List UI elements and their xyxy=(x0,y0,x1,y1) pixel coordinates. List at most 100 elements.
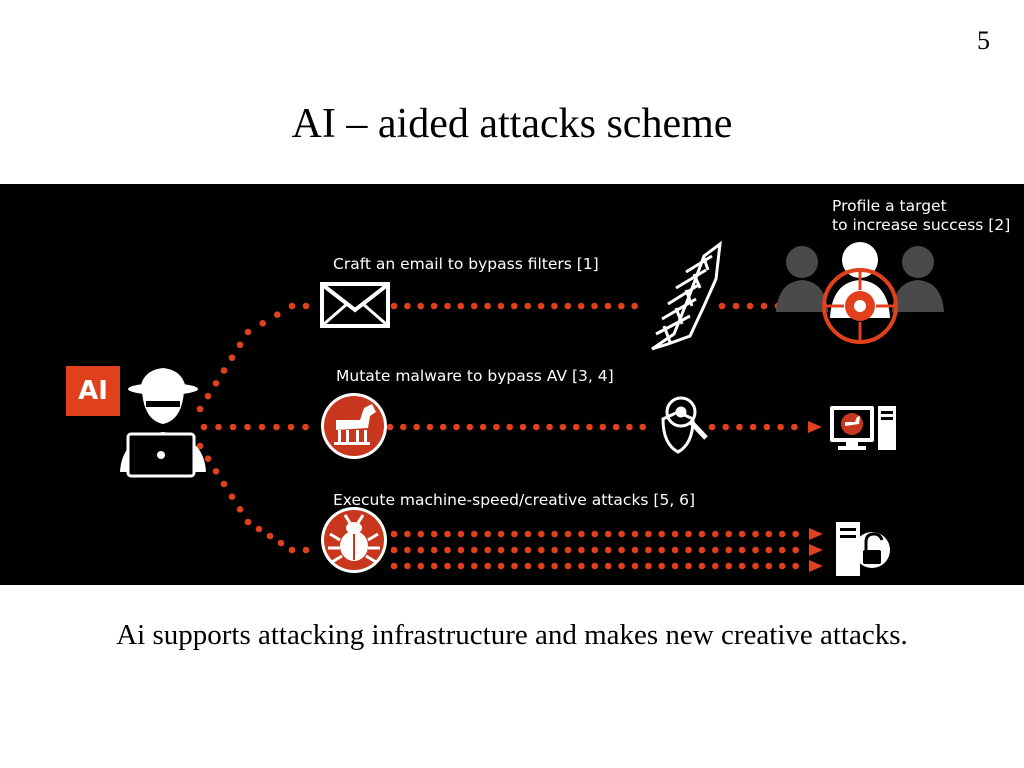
path-dot xyxy=(626,423,633,431)
arrow-head-execute-2 xyxy=(809,544,823,556)
arrow-heads xyxy=(806,300,823,572)
path-dot xyxy=(302,546,310,554)
path-dot xyxy=(725,546,732,554)
path-dot xyxy=(244,423,251,431)
targeted-user-icon xyxy=(776,242,944,344)
path-dot xyxy=(430,562,438,570)
path-dot xyxy=(712,546,719,554)
path-dot xyxy=(430,302,438,310)
path-dot xyxy=(564,302,572,310)
arrow-head-execute-1 xyxy=(809,528,823,540)
antivirus-scanner-icon xyxy=(661,396,708,454)
path-dot xyxy=(524,530,532,538)
path-dot xyxy=(506,423,513,431)
path-malware-dots xyxy=(200,423,798,431)
path-dot xyxy=(212,380,220,387)
path-dot xyxy=(390,302,398,310)
path-dot xyxy=(417,562,425,570)
path-dot xyxy=(736,423,743,431)
path-dot xyxy=(645,546,652,554)
path-dot xyxy=(564,530,572,538)
path-dot xyxy=(604,562,612,570)
path-dot xyxy=(404,546,411,554)
path-dot xyxy=(204,392,212,400)
path-dot xyxy=(244,328,252,336)
path-dot xyxy=(228,493,236,501)
label-profile-target: Profile a target to increase success [2] xyxy=(832,197,1010,235)
path-dot xyxy=(738,546,746,554)
path-dot xyxy=(708,423,716,431)
path-dot xyxy=(752,530,759,538)
path-dot xyxy=(390,562,398,570)
path-dot xyxy=(658,546,665,554)
path-dot xyxy=(204,455,212,463)
path-dot xyxy=(645,530,652,538)
path-dot xyxy=(618,302,625,310)
label-craft-email: Craft an email to bypass filters [1] xyxy=(333,255,599,273)
bug-icon xyxy=(321,507,387,573)
path-execute-dots xyxy=(196,442,799,570)
path-dot xyxy=(738,530,746,538)
path-dot xyxy=(273,423,280,431)
path-dot xyxy=(752,562,759,570)
path-dot xyxy=(591,530,599,538)
path-dot xyxy=(236,506,244,513)
path-dot xyxy=(618,530,625,538)
label-profile-line-2: to increase success [2] xyxy=(832,216,1011,234)
path-dot xyxy=(792,546,799,554)
path-dot xyxy=(618,562,625,570)
path-dot xyxy=(471,530,478,538)
hacker-icon xyxy=(120,368,206,478)
path-dot xyxy=(390,546,398,554)
label-mutate-malware: Mutate malware to bypass AV [3, 4] xyxy=(336,367,614,385)
path-dot xyxy=(746,302,754,310)
path-dot xyxy=(578,562,585,570)
path-dot xyxy=(631,562,639,570)
path-dot xyxy=(277,539,285,547)
path-dot xyxy=(274,311,281,318)
path-dot xyxy=(538,562,545,570)
path-dot xyxy=(671,562,679,570)
path-dot xyxy=(497,302,505,310)
path-dot xyxy=(604,530,612,538)
path-dot xyxy=(591,546,599,554)
path-dot xyxy=(479,423,487,431)
path-dot xyxy=(564,562,572,570)
path-dot xyxy=(404,562,411,570)
path-dot xyxy=(551,530,558,538)
path-dot xyxy=(259,320,267,327)
path-dot xyxy=(712,530,719,538)
path-dot xyxy=(386,423,394,431)
path-dot xyxy=(417,546,425,554)
path-dot xyxy=(288,546,296,554)
path-dot xyxy=(765,562,773,570)
path-dot xyxy=(551,302,558,310)
slide-caption: Ai supports attacking infrastructure and… xyxy=(116,619,908,651)
path-dot xyxy=(220,367,228,374)
path-dot xyxy=(266,532,274,540)
path-dot xyxy=(538,530,545,538)
path-dot xyxy=(578,530,585,538)
unlocked-server-icon xyxy=(836,522,890,576)
path-dot xyxy=(244,518,252,526)
path-dot xyxy=(538,546,545,554)
label-execute-attacks: Execute machine-speed/creative attacks [… xyxy=(333,491,696,509)
path-dot xyxy=(413,423,420,431)
path-dot xyxy=(725,562,732,570)
path-dot xyxy=(698,546,706,554)
path-dot xyxy=(792,562,799,570)
path-dot xyxy=(778,546,786,554)
path-dot xyxy=(288,302,296,310)
path-dot xyxy=(519,423,527,431)
path-dot xyxy=(791,423,798,431)
path-dot xyxy=(200,423,208,431)
path-dot xyxy=(658,562,665,570)
path-dot xyxy=(572,423,580,431)
path-dot xyxy=(685,562,692,570)
path-dot xyxy=(732,302,740,310)
path-dot xyxy=(524,546,532,554)
path-dot xyxy=(453,423,460,431)
path-dot xyxy=(578,546,585,554)
path-dot xyxy=(466,423,474,431)
path-dot xyxy=(484,302,491,310)
